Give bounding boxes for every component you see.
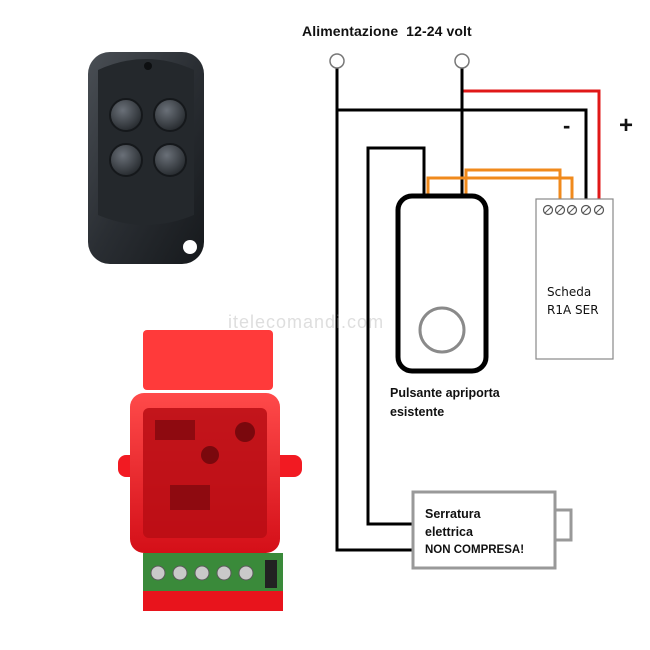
board-r1a-ser — [535, 198, 614, 360]
board-label-line1: Scheda — [547, 285, 592, 299]
lock-label-line3: NON COMPRESA! — [425, 544, 525, 556]
board-label-line2: R1A SER — [547, 303, 599, 317]
watermark: itelecomandi.com — [228, 312, 385, 332]
power-supply-title: Alimentazione 12-24 volt — [302, 23, 472, 39]
electric-lock-icon — [411, 490, 573, 570]
button-label-line2: esistente — [390, 405, 445, 419]
power-terminal-right — [454, 53, 470, 69]
button-label-line1: Pulsante apriporta — [390, 386, 500, 400]
positive-symbol: + — [619, 112, 634, 139]
board-label: Scheda R1A SER — [547, 283, 599, 319]
negative-symbol: - — [563, 113, 571, 138]
signal-wires — [426, 168, 574, 210]
positive-wire — [460, 68, 601, 210]
power-terminal-left — [329, 53, 345, 69]
lock-label-line1: Serratura — [425, 507, 481, 521]
lock-label: Serratura elettrica NON COMPRESA! — [425, 505, 524, 559]
receiver-module-icon — [118, 330, 302, 611]
door-button-icon — [395, 193, 489, 374]
lock-button-wire — [366, 146, 426, 526]
remote-control-icon — [88, 52, 204, 264]
button-label: Pulsante apriporta esistente — [390, 384, 500, 422]
lock-label-line2: elettrica — [425, 525, 473, 539]
